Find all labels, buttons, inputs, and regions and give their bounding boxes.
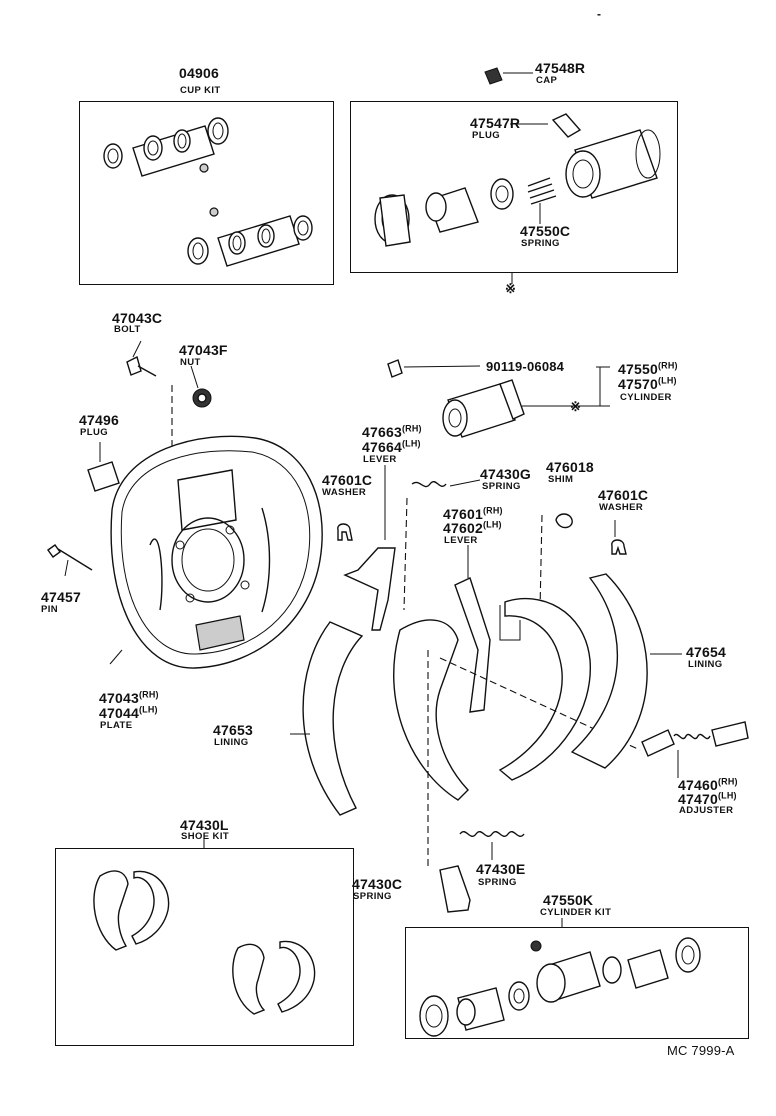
lever-b-lh-number: 47602(LH) — [443, 519, 502, 536]
cylinder-kit-number: 47550K — [543, 892, 594, 908]
cup-kit-components — [103, 117, 313, 267]
lever-spring-group — [337, 465, 627, 713]
plate-lh-number: 47044(LH) — [99, 704, 158, 721]
shoe-kit-components — [93, 838, 316, 1015]
lining-r-name: LINING — [688, 659, 723, 670]
washer-l-number: 47601C — [322, 472, 373, 488]
lever-a-rh-number: 47663(RH) — [362, 423, 422, 440]
plug-cyl-number: 47547R — [470, 115, 521, 131]
plug-cyl-name: PLUG — [472, 130, 500, 141]
pin-number: 47457 — [41, 589, 81, 605]
plate-name: PLATE — [100, 720, 133, 731]
plug-number: 47496 — [79, 412, 119, 428]
spring-cyl-number: 47550C — [520, 223, 571, 239]
plate-rh-number: 47043(RH) — [99, 689, 159, 706]
cylinder-kit-box — [405, 927, 749, 1039]
spring-e-number: 47430E — [476, 861, 526, 877]
lever-a-name: LEVER — [363, 454, 397, 465]
spring-c-name: SPRING — [353, 891, 392, 902]
lever-b-name: LEVER — [444, 535, 478, 546]
nut-name: NUT — [180, 357, 201, 368]
shim-number: 476018 — [546, 459, 594, 475]
lever-a-lh-number: 47664(LH) — [362, 438, 421, 455]
lining-l-number: 47653 — [213, 722, 253, 738]
cylinder-kit-name: CYLINDER KIT — [540, 907, 612, 918]
linings — [290, 573, 682, 816]
washer-l-name: WASHER — [322, 487, 367, 498]
adjuster-name: ADJUSTER — [679, 805, 734, 816]
asterisk-mark-top: ※ — [505, 281, 516, 296]
cup-kit-number: 04906 — [179, 65, 219, 81]
cylinder-rh-number: 47550(RH) — [618, 360, 678, 377]
cup-kit-box — [79, 101, 334, 285]
brake-shoes — [393, 597, 641, 801]
asterisk-mark-mid: ※ — [570, 399, 581, 414]
spring-g-number: 47430G — [480, 466, 532, 482]
lining-l-name: LINING — [214, 737, 249, 748]
backing-plate — [109, 435, 323, 669]
cylinder-kit-components — [419, 918, 701, 1037]
bottom-springs — [427, 650, 525, 913]
fasteners — [47, 340, 212, 577]
bolt-name: BOLT — [114, 324, 141, 335]
shoe-kit-name: SHOE KIT — [181, 831, 230, 842]
adjuster-rh-number: 47460(RH) — [678, 776, 738, 793]
shoe-kit-box — [55, 848, 354, 1046]
cylinder-exploded-box — [350, 101, 678, 273]
plug-name: PLUG — [80, 427, 108, 438]
adjuster-lh-number: 47470(LH) — [678, 790, 737, 807]
figure-code: MC 7999-A — [667, 1043, 735, 1058]
spring-e-name: SPRING — [478, 877, 517, 888]
cylinder-name: CYLINDER — [620, 392, 672, 403]
shoe-kit-number: 47430L — [180, 817, 229, 833]
pin-name: PIN — [41, 604, 59, 615]
bolt-number: 47043C — [112, 310, 163, 326]
top-tick: - — [597, 7, 602, 21]
adjuster — [641, 721, 749, 778]
washer-r-number: 47601C — [598, 487, 649, 503]
spring-cyl-name: SPRING — [521, 238, 560, 249]
spring-c-number: 47430C — [352, 876, 403, 892]
wheel-cylinder-exploded — [374, 67, 661, 284]
shim-name: SHIM — [548, 474, 574, 485]
lining-r-number: 47654 — [686, 644, 726, 660]
cup-kit-name: CUP KIT — [180, 85, 221, 96]
washer-r-name: WASHER — [599, 502, 644, 513]
spring-g-name: SPRING — [482, 481, 521, 492]
cap-number: 47548R — [535, 60, 586, 76]
nut-number: 47043F — [179, 342, 228, 358]
bolt2-number: 90119-06084 — [486, 359, 565, 374]
lever-b-rh-number: 47601(RH) — [443, 505, 503, 522]
cap-name: CAP — [536, 75, 558, 86]
cylinder-lh-number: 47570(LH) — [618, 375, 677, 392]
wheel-cylinder-assembly — [387, 359, 610, 438]
